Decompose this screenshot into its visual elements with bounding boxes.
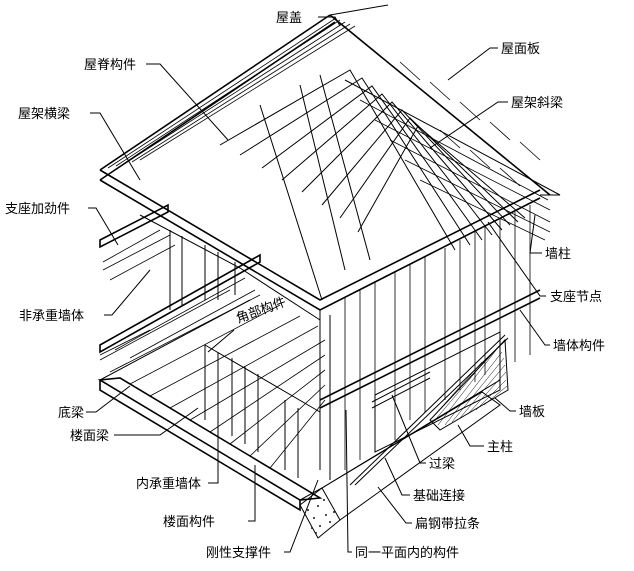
label-rigid-bracing: 刚性支撑件 — [206, 546, 271, 561]
label-bearing-stiffener: 支座加劲件 — [5, 202, 70, 217]
label-wall-member: 墙体构件 — [553, 339, 605, 354]
roof — [99, 4, 561, 301]
label-roof-cover: 屋盖 — [276, 11, 302, 26]
label-inner-bearing-wall: 内承重墙体 — [136, 476, 201, 492]
label-roof-sheathing: 屋面板 — [501, 42, 540, 57]
label-roof-truss-beam: 屋架横梁 — [18, 107, 70, 122]
label-sill-beam: 底梁 — [58, 405, 84, 421]
label-wall-stud: 墙柱 — [545, 247, 571, 262]
labels: 屋盖 屋脊构件 屋面板 屋架横梁 屋架斜梁 支座加劲件 墙柱 非承重墙体 角部构… — [5, 11, 605, 561]
label-floor-member: 楼面构件 — [163, 515, 215, 530]
floor-platform — [97, 294, 501, 512]
house-drawing — [97, 4, 561, 539]
label-corner-member: 角部构件 — [234, 295, 288, 327]
label-foundation-connection: 基础连接 — [413, 488, 465, 504]
diagonal-brace — [349, 334, 506, 486]
wall-sheathing-hatch — [429, 338, 509, 431]
leader-lines — [86, 16, 550, 553]
interior-studs — [139, 214, 321, 478]
label-non-bearing-wall: 非承重墙体 — [19, 308, 84, 324]
second-floor-deck — [99, 169, 541, 480]
label-header: 过梁 — [429, 457, 455, 472]
label-rafter: 屋架斜梁 — [511, 96, 563, 111]
label-main-post: 主柱 — [487, 440, 513, 455]
upper-floor-left — [99, 203, 261, 361]
label-floor-joist: 楼面梁 — [70, 429, 109, 444]
label-bearing-joint: 支座节点 — [550, 290, 602, 305]
label-ridge-member: 屋脊构件 — [84, 58, 136, 73]
label-flat-strap: 扁钢带拉条 — [415, 516, 480, 532]
label-wall-sheathing: 墙板 — [519, 405, 545, 420]
window-opening — [371, 331, 501, 453]
label-coplanar-member: 同一平面内的构件 — [355, 545, 459, 561]
